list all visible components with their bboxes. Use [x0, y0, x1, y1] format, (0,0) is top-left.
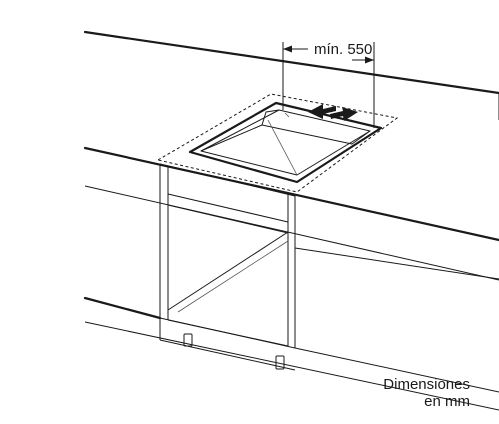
countertop-front [83, 93, 499, 281]
dimension-min-550: mín. 550 [282, 41, 375, 128]
hob-recess [188, 101, 383, 184]
dimension-label: mín. 550 [314, 41, 372, 58]
countertop-back-edge [83, 30, 499, 95]
plinth [83, 296, 499, 411]
adjust-arrows-icon [308, 104, 358, 121]
cabinet [159, 163, 296, 349]
units-label-line1: Dimensiones [383, 376, 470, 393]
units-label: Dimensiones en mm [383, 376, 470, 410]
units-label-line2: en mm [424, 393, 470, 410]
back-wall-base [294, 247, 499, 280]
cutout-outline [157, 93, 399, 193]
